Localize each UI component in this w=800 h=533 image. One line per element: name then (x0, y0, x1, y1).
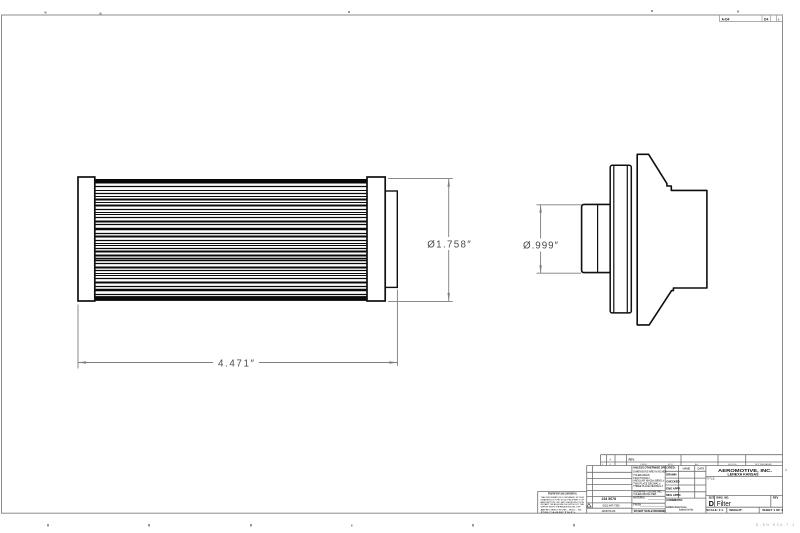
svg-text:AEROMOTIVE.COM: AEROMOTIVE.COM (602, 510, 616, 513)
svg-text:0: 0 (610, 464, 612, 466)
svg-text:A: A (610, 459, 612, 462)
svg-text:Academic Use Only: Academic Use Only (679, 508, 693, 512)
svg-text:LENEXA KANSAS: LENEXA KANSAS (728, 473, 760, 477)
svg-text:SolidWorks Student License: SolidWorks Student License (666, 505, 687, 509)
svg-text:CHECKED: CHECKED (666, 479, 679, 483)
svg-text:PROHIBITED.: PROHIBITED. (541, 512, 578, 514)
svg-text:THREE PLACE DECIMAL ±: THREE PLACE DECIMAL ± (633, 485, 663, 488)
svg-text:NOT RELEASED: NOT RELEASED (755, 463, 772, 466)
svg-text:REV: REV (773, 495, 779, 499)
svg-text:D4: D4 (764, 17, 768, 21)
svg-text:DATE: DATE (698, 466, 705, 470)
svg-text:04.13.00: 04.13.00 (728, 464, 737, 466)
svg-text:Ø1.758″: Ø1.758″ (427, 239, 471, 250)
svg-text:AEROMOTIVE, INC. ANY REPRODUC: AEROMOTIVE, INC. ANY REPRODUCTION (541, 501, 585, 504)
svg-text:COMMENTS:: COMMENTS: (666, 498, 683, 502)
svg-text:A: A (785, 468, 788, 472)
svg-text:(913) 647-7300: (913) 647-7300 (602, 505, 620, 508)
svg-text:SIZE: SIZE (709, 495, 715, 499)
svg-text:NAME: NAME (683, 466, 691, 470)
svg-text:SCALE: 1:1: SCALE: 1:1 (706, 508, 723, 512)
svg-text:±: ± (778, 17, 780, 21)
svg-text:THE INFORMATION CONTAINED IN T: THE INFORMATION CONTAINED IN THIS (541, 496, 585, 499)
svg-text:D: D (709, 499, 715, 508)
svg-text:PROPRIETARY AND CONFIDENTIAL: PROPRIETARY AND CONFIDENTIAL (548, 492, 577, 496)
svg-text:SHEET 1 OF 1: SHEET 1 OF 1 (762, 508, 783, 512)
svg-text:UNLESS OTHERWISE SPECIFIED:: UNLESS OTHERWISE SPECIFIED: (633, 465, 675, 469)
svg-text:DWG. NO.: DWG. NO. (716, 495, 729, 499)
svg-text:A-1: A-1 (695, 463, 699, 466)
svg-text:Filter: Filter (717, 499, 732, 508)
svg-text:4.471″: 4.471″ (218, 358, 255, 369)
svg-text:WRITTEN PERMISSION OF: WRITTEN PERMISSION OF (541, 506, 582, 508)
svg-text:A-D4: A-D4 (722, 17, 730, 21)
svg-text:IN PART OR AS A WHOLE WITHOUT: IN PART OR AS A WHOLE WITHOUT THE (541, 503, 585, 506)
svg-text:REV.: REV. (629, 458, 635, 462)
svg-text:INTERPRET GEOMETRIC: INTERPRET GEOMETRIC (633, 490, 662, 493)
svg-text:DRAWN: DRAWN (666, 473, 676, 477)
svg-text:FRACTIONAL±: FRACTIONAL± (633, 477, 650, 480)
svg-text:ANGULAR: MACH± BEND ±: ANGULAR: MACH± BEND ± (633, 480, 664, 483)
svg-text:234 5678: 234 5678 (602, 497, 617, 501)
svg-text:MFG APPR.: MFG APPR. (666, 493, 681, 497)
svg-text:TWO PLACE DECIMAL ±: TWO PLACE DECIMAL ± (633, 482, 661, 485)
svg-text:TOLERANCING PER:: TOLERANCING PER: (633, 493, 657, 496)
svg-text:AEROMOTIVE, INC. IS: AEROMOTIVE, INC. IS (541, 509, 583, 512)
svg-text:TOLERANCES:: TOLERANCES: (633, 474, 650, 477)
svg-text:DO NOT SCALE DRAWING: DO NOT SCALE DRAWING (634, 510, 666, 513)
svg-text:FINISH: FINISH (633, 503, 641, 506)
svg-text:AEROMOTIVE, INC.: AEROMOTIVE, INC. (718, 468, 772, 473)
svg-text:MATERIAL: MATERIAL (633, 497, 645, 500)
svg-text:ECO: ECO (668, 464, 673, 466)
svg-text:ENG APPR.: ENG APPR. (666, 486, 681, 490)
svg-text:1.0500: 1.0500 (640, 464, 647, 466)
svg-text:WEIGHT:: WEIGHT: (729, 508, 742, 512)
svg-text:DIMENSIONS ARE IN INCHES: DIMENSIONS ARE IN INCHES (633, 471, 667, 474)
svg-text:DRAWING IS THE SOLE PROPERTY O: DRAWING IS THE SOLE PROPERTY OF (541, 499, 585, 502)
svg-text:1: 1 (602, 464, 604, 466)
svg-text:TITLE:: TITLE: (707, 477, 716, 481)
svg-text:Ø.999″: Ø.999″ (523, 241, 559, 252)
